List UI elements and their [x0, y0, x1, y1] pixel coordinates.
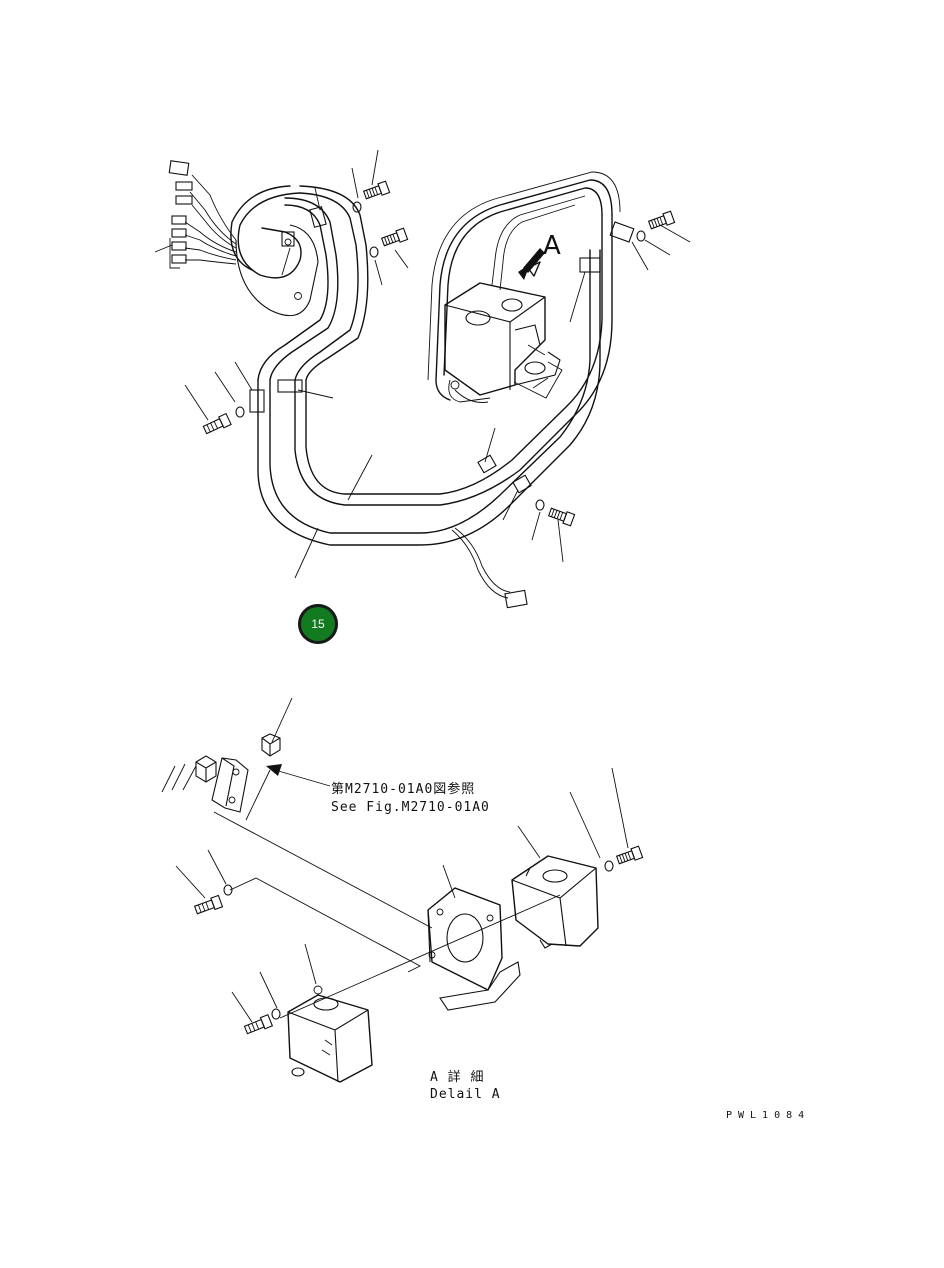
washer-icon: [235, 406, 245, 418]
washer-icon: [271, 1008, 281, 1020]
detail-en: Delail A: [430, 1087, 501, 1102]
nut-icon: [195, 755, 217, 783]
bolt-icon: [647, 210, 676, 230]
detail-jp: A 詳 細: [430, 1070, 485, 1085]
bolt-icon: [547, 507, 576, 527]
nut-icon: [261, 733, 281, 757]
bolt-icon: [362, 180, 391, 200]
washer-icon: [535, 499, 545, 511]
view-label: A: [543, 231, 562, 261]
bolt-icon: [380, 227, 409, 247]
washer-icon: [604, 860, 614, 872]
bolt-icon: [193, 894, 224, 915]
reference-en: See Fig.M2710-01A0: [331, 800, 490, 815]
bolt-icon: [243, 1013, 274, 1035]
bolts-upper: [202, 180, 676, 527]
item-number-badge[interactable]: 15: [298, 604, 338, 644]
reference-jp: 第M2710-01A0図参照: [331, 782, 476, 797]
washer-icon: [636, 230, 646, 242]
washer-icon: [352, 201, 362, 213]
detail-a-assembly: [161, 697, 644, 1083]
drawing-code: PWL1084: [726, 1110, 811, 1121]
bolt-icon: [202, 412, 232, 435]
bolt-icon: [615, 845, 644, 865]
washer-icon: [369, 246, 379, 258]
wire-harness-assembly: [168, 160, 635, 609]
washer-icon: [223, 884, 233, 896]
leader-lines-upper: [154, 149, 691, 579]
